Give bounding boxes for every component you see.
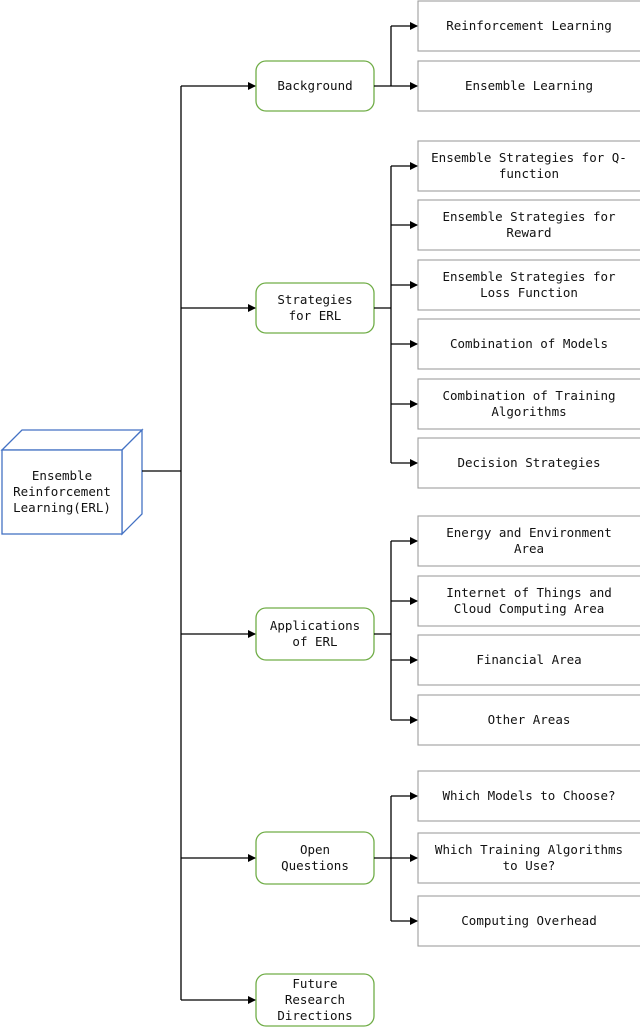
- item-box: [417, 694, 640, 746]
- root-box-front-face: [1, 449, 123, 535]
- root-label: Ensemble Reinforcement Learning(ERL): [13, 468, 111, 515]
- item-label: Computing Overhead: [461, 913, 597, 928]
- item-label: Ensemble Learning: [465, 78, 593, 93]
- item-label: Ensemble Strategies for Loss Function: [442, 269, 616, 300]
- item-box: [417, 0, 640, 52]
- item-label: Reinforcement Learning: [446, 18, 612, 33]
- item-label: Energy and Environment Area: [446, 525, 612, 556]
- item-box: [417, 515, 640, 567]
- item-label: Internet of Things and Cloud Computing A…: [446, 585, 612, 616]
- item-label: Combination of Training Algorithms: [442, 388, 616, 419]
- category-label: Future Research Directions: [277, 976, 353, 1023]
- item-box: [417, 60, 640, 112]
- item-label: Decision Strategies: [457, 455, 601, 470]
- item-label: Other Areas: [487, 712, 571, 727]
- item-box: [417, 575, 640, 627]
- item-box: [417, 318, 640, 370]
- item-box: [417, 634, 640, 686]
- category-label: Background: [277, 78, 353, 93]
- category-label: Applications of ERL: [269, 618, 361, 649]
- item-label: Combination of Models: [449, 336, 609, 351]
- item-box: [417, 378, 640, 430]
- item-box: [417, 770, 640, 822]
- item-label: Ensemble Strategies for Reward: [442, 209, 616, 240]
- item-label: Which Training Algorithms to Use?: [434, 842, 624, 873]
- item-box: [417, 437, 640, 489]
- category-label: Strategies for ERL: [277, 292, 353, 323]
- item-label: Which Models to Choose?: [442, 788, 616, 803]
- item-label: Ensemble Strategies for Q- function: [431, 150, 627, 181]
- category-box: [255, 973, 375, 1027]
- root-box-top-face: [0, 429, 144, 451]
- item-label: Financial Area: [476, 652, 582, 667]
- category-label: Open Questions: [281, 842, 349, 873]
- item-box: [417, 832, 640, 884]
- item-box: [417, 259, 640, 311]
- item-box: [417, 199, 640, 251]
- item-box: [417, 895, 640, 947]
- item-box: [417, 140, 640, 192]
